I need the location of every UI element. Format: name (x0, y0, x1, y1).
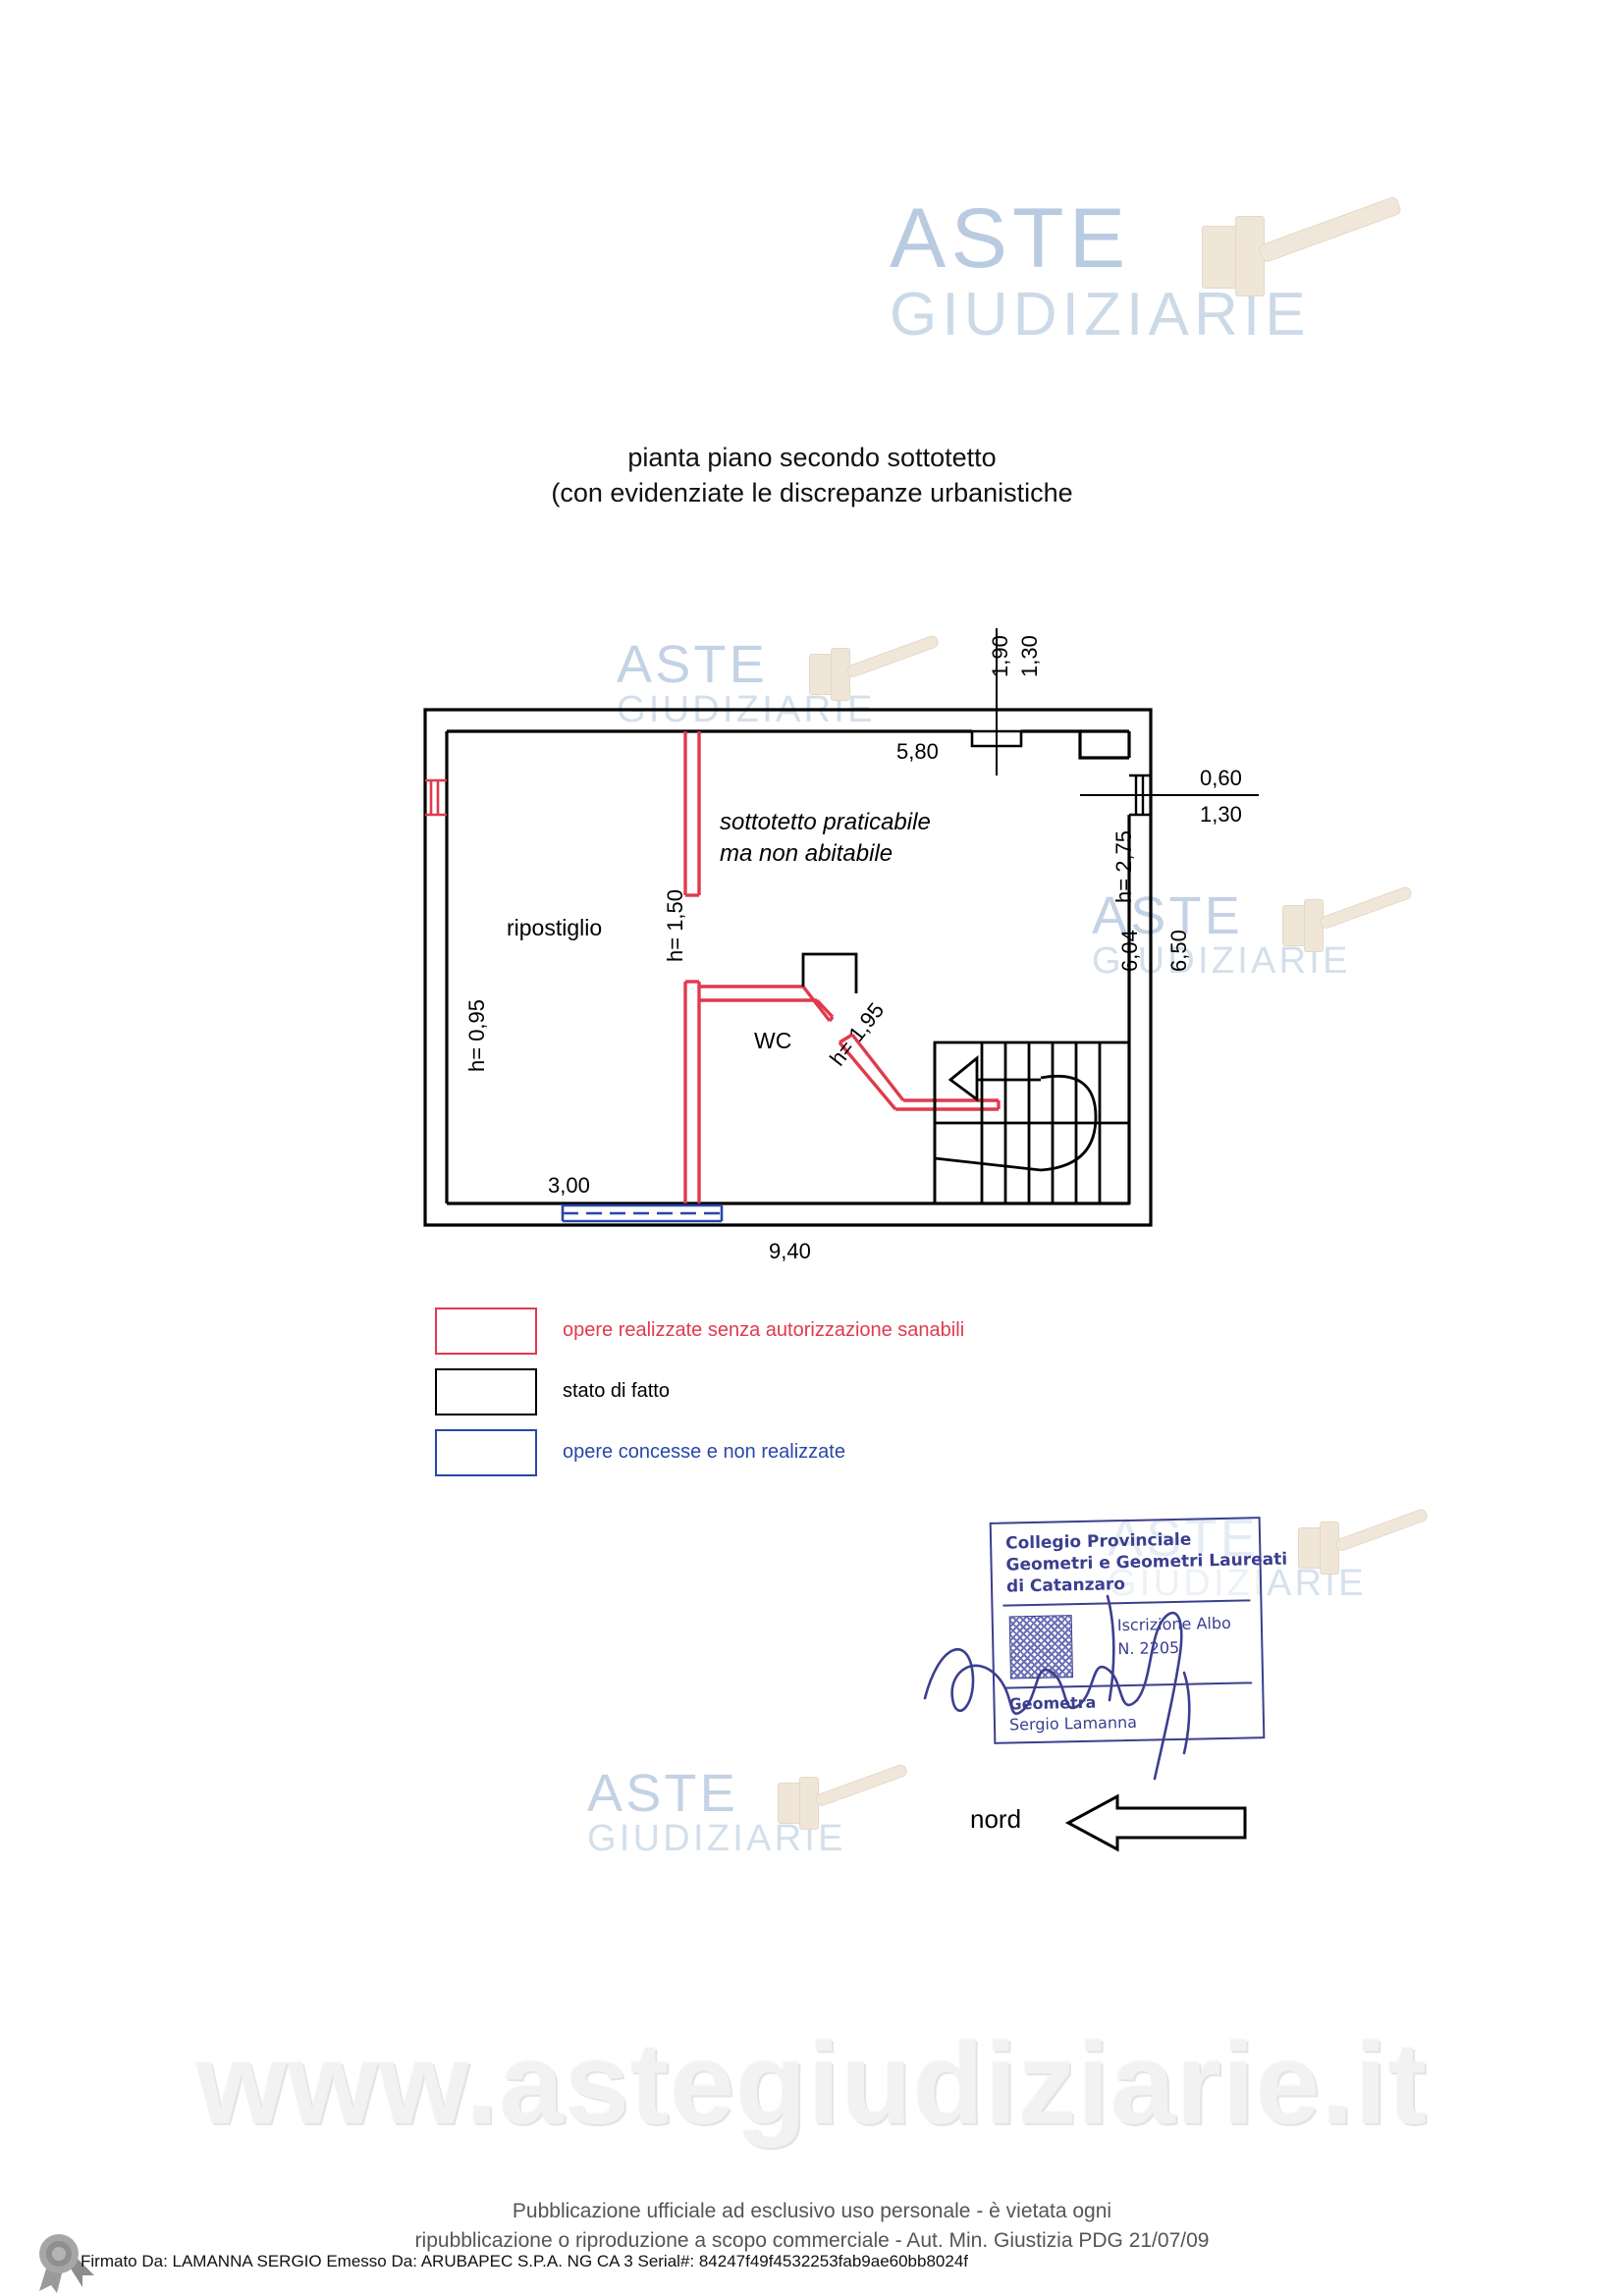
room-label-wc: WC (754, 1028, 792, 1053)
brand-watermark-right-line1: ASTE (1092, 886, 1243, 945)
legend-swatch-notbuilt (435, 1429, 537, 1476)
dimension-top-lower: 1,30 (1017, 635, 1042, 677)
note-sottotetto-line2: ma non abitabile (720, 840, 893, 868)
stamp-albo-label: Iscrizione Albo (1116, 1613, 1231, 1635)
digital-signature-seal-icon (39, 2234, 94, 2293)
page-title: pianta piano secondo sottotetto (con evi… (0, 440, 1624, 511)
floor-plan-drawing (423, 628, 1259, 1227)
height-right-wall: h= 2,75 (1111, 829, 1136, 903)
legend: opere realizzate senza autorizzazione sa… (435, 1306, 1220, 1488)
gavel-icon (1196, 195, 1403, 312)
gavel-icon-right (1278, 884, 1416, 962)
stamp-line1: Collegio Provinciale (1004, 1529, 1192, 1554)
dimension-right-vertical-inner: 6,04 (1117, 930, 1142, 972)
gavel-icon-lowerleft (774, 1762, 911, 1840)
north-label: nord (970, 1804, 1022, 1834)
gavel-icon-plan (805, 633, 943, 711)
dimension-top-upper: 1,90 (988, 635, 1012, 677)
legend-label-unauthorized: opere realizzate senza autorizzazione sa… (563, 1319, 965, 1341)
dimension-right-upper: 0,60 (1200, 766, 1242, 790)
height-left-wall: h= 0,95 (464, 998, 489, 1072)
stamp-line3: di Catanzaro (1005, 1575, 1126, 1597)
stamp-emblem (1008, 1615, 1073, 1680)
legend-label-existing: stato di fatto (563, 1380, 670, 1402)
stamp-role: Geometra (1008, 1692, 1097, 1714)
brand-logo-line1: ASTE (890, 191, 1131, 286)
dimension-top-inner: 5,80 (896, 739, 939, 764)
room-label-ripostiglio: ripostiglio (507, 915, 603, 940)
note-sottotetto-line1: sottotetto praticabile (720, 809, 931, 835)
stamp-albo-number: N. 2205 (1117, 1637, 1180, 1659)
stamp-divider-bottom (1004, 1682, 1253, 1689)
dimension-right-vertical-outer: 6,50 (1166, 930, 1191, 972)
page-title-line1: pianta piano secondo sottotetto (627, 443, 997, 472)
legend-label-notbuilt: opere concesse e non realizzate (563, 1441, 845, 1463)
legend-swatch-unauthorized (435, 1308, 537, 1355)
legend-item-unauthorized: opere realizzate senza autorizzazione sa… (435, 1306, 1220, 1366)
gavel-icon-stamp (1294, 1507, 1432, 1584)
stamp-name: Sergio Lamanna (1008, 1712, 1138, 1735)
note-sottotetto: sottotetto praticabile ma non abitabile (720, 807, 931, 871)
publication-notice-line1: Pubblicazione ufficiale ad esclusivo uso… (512, 2200, 1112, 2222)
digital-signature-text: Firmato Da: LAMANNA SERGIO Emesso Da: AR… (81, 2252, 969, 2270)
site-watermark: www.astegiudiziarie.it (195, 2019, 1429, 2149)
brand-watermark-lowerleft-line1: ASTE (587, 1764, 738, 1823)
brand-watermark-plan-line1: ASTE (617, 635, 768, 694)
stamp-line2: Geometri e Geometri Laureati (1005, 1549, 1288, 1575)
height-interior-partition: h= 1,50 (663, 888, 687, 962)
page-title-line2: (con evidenziate le discrepanze urbanist… (551, 478, 1073, 508)
publication-notice: Pubblicazione ufficiale ad esclusivo uso… (0, 2197, 1624, 2257)
dimension-bottom-left: 3,00 (548, 1173, 590, 1198)
dimension-bottom-overall: 9,40 (769, 1239, 811, 1263)
legend-item-existing: stato di fatto (435, 1366, 1220, 1427)
legend-swatch-existing (435, 1368, 537, 1415)
legend-item-notbuilt: opere concesse e non realizzate (435, 1427, 1220, 1488)
surveyor-stamp: Collegio Provinciale Geometri e Geometri… (989, 1517, 1287, 1744)
north-arrow-icon (1064, 1793, 1247, 1852)
publication-notice-line2: ripubblicazione o riproduzione a scopo c… (414, 2229, 1210, 2253)
stamp-divider-top (1002, 1599, 1251, 1607)
dimension-right-lower: 1,30 (1200, 802, 1242, 827)
